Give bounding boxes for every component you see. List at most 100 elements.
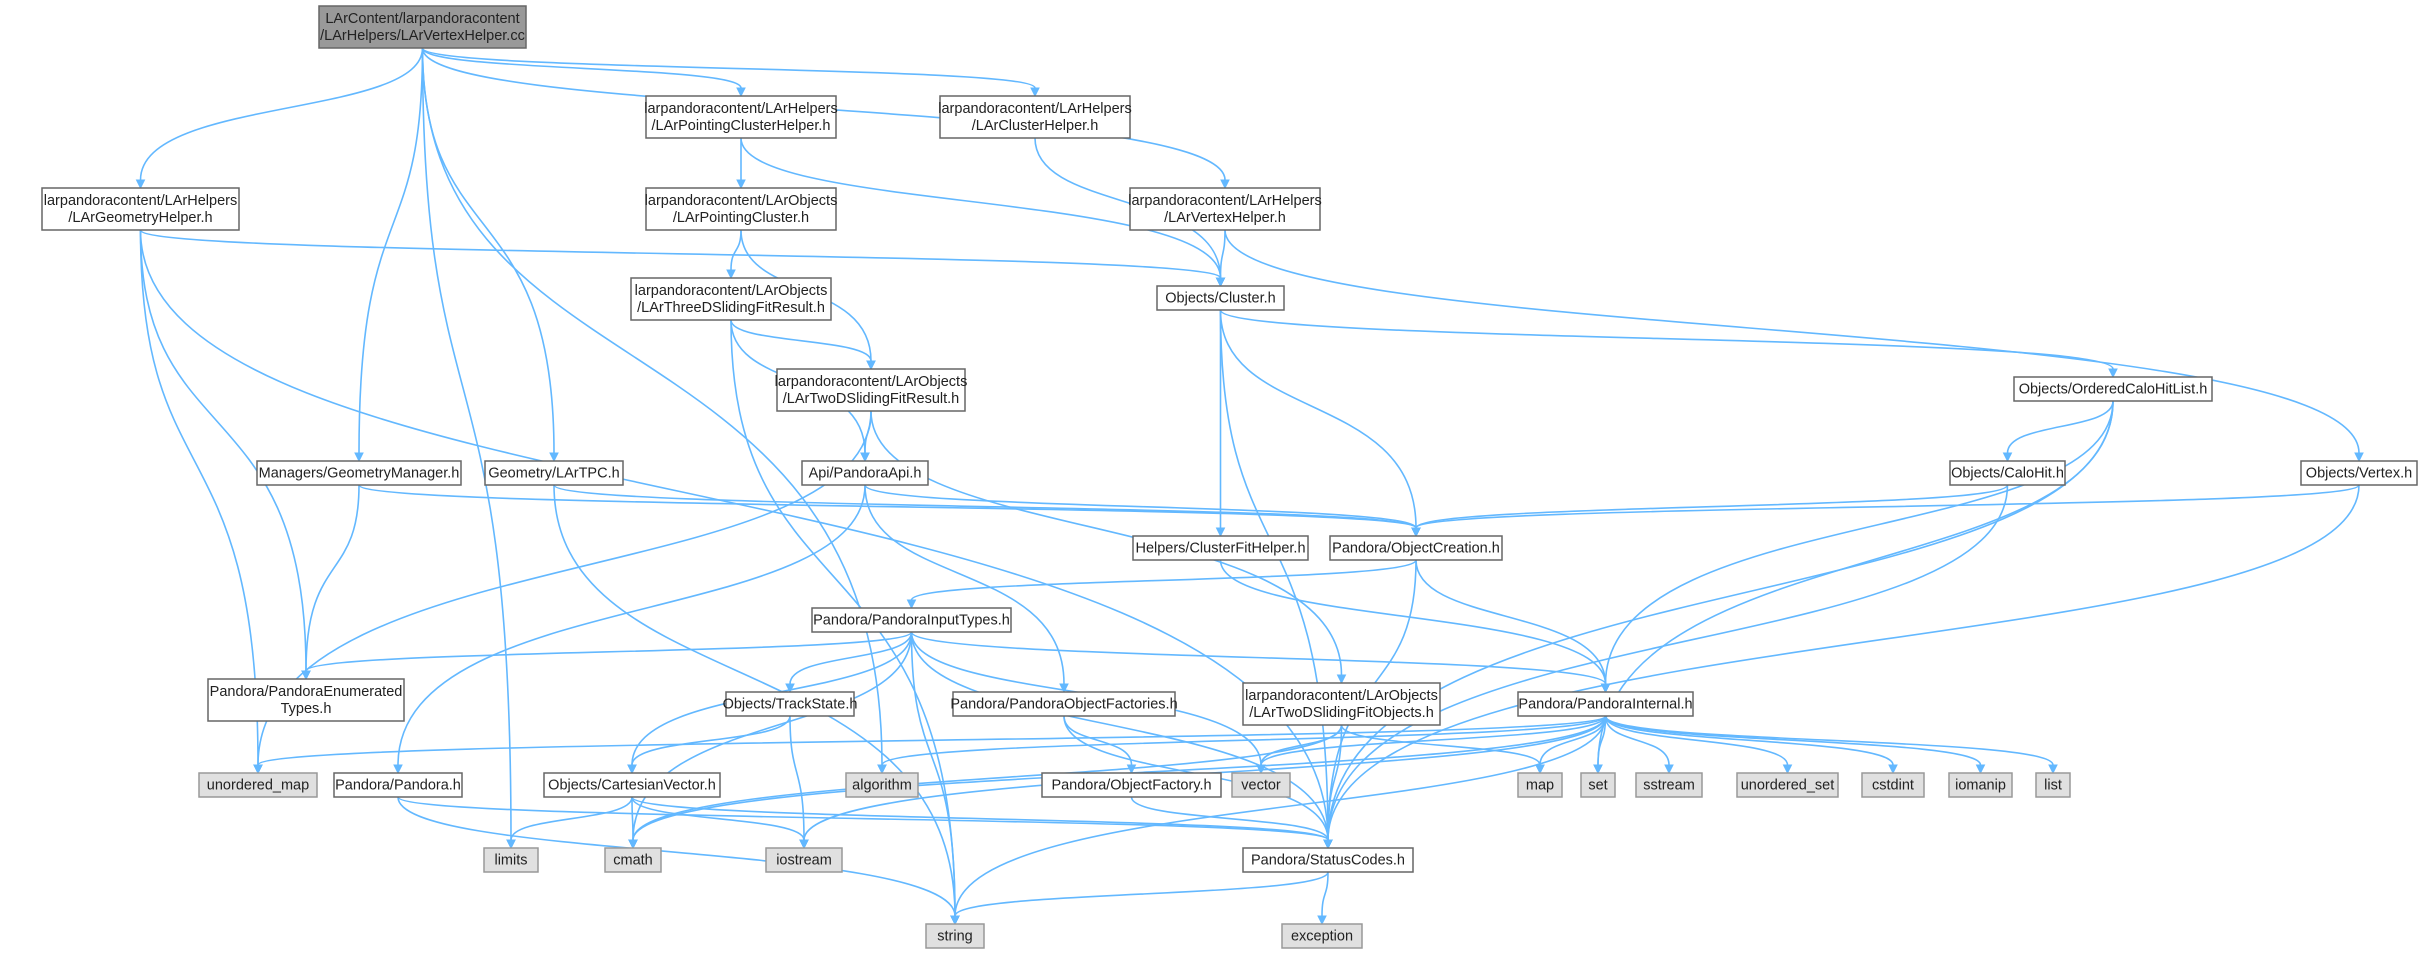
node-och[interactable]: Objects/OrderedCaloHitList.h bbox=[2013, 376, 2213, 402]
edge-l2o-vec bbox=[1260, 724, 1343, 766]
edge-pit-ts bbox=[789, 631, 913, 685]
node-box-lgh bbox=[41, 187, 240, 231]
arrowhead-pch-lpc bbox=[736, 179, 746, 190]
node-cv[interactable]: Objects/CartesianVector.h bbox=[543, 772, 721, 798]
node-label-cv-0: Objects/CartesianVector.h bbox=[548, 778, 716, 794]
node-box-tpc bbox=[484, 460, 624, 486]
edge-mgm-poc bbox=[358, 484, 1417, 529]
node-label-pch-1: /LArPointingClusterHelper.h bbox=[652, 118, 831, 134]
edge-clu-poc bbox=[1219, 309, 1417, 529]
node-label-l3d-0: larpandoracontent/LArObjects bbox=[635, 283, 828, 299]
edge-api-poc bbox=[864, 484, 1417, 529]
node-pit[interactable]: Pandora/PandoraInputTypes.h bbox=[811, 607, 1012, 633]
node-box-root bbox=[318, 5, 527, 49]
node-pin[interactable]: Pandora/PandoraInternal.h bbox=[1517, 691, 1694, 717]
arrowhead-clu-cfh bbox=[1215, 527, 1226, 538]
node-box-str bbox=[925, 923, 985, 949]
edge-psc-str bbox=[954, 871, 1329, 917]
node-lch[interactable]: larpandoracontent/LArHelpers/LArClusterH… bbox=[938, 95, 1132, 139]
node-cstd: cstdint bbox=[1861, 772, 1925, 798]
node-pan[interactable]: Pandora/Pandora.h bbox=[333, 772, 463, 798]
edge-pin-uset bbox=[1604, 715, 1789, 766]
node-label-lst-0: list bbox=[2044, 778, 2062, 794]
arrowhead-l2d-l2o bbox=[1336, 674, 1347, 685]
node-label-map-0: map bbox=[1526, 778, 1554, 794]
node-cfh[interactable]: Helpers/ClusterFitHelper.h bbox=[1132, 535, 1309, 561]
node-ts[interactable]: Objects/TrackState.h bbox=[723, 691, 858, 717]
node-box-pofa bbox=[1041, 772, 1222, 798]
node-label-vtx-0: Objects/Vertex.h bbox=[2306, 466, 2412, 482]
arrowhead-ts-cv bbox=[627, 764, 637, 775]
arrowhead-pit-pet bbox=[301, 670, 311, 681]
node-lst: list bbox=[2035, 772, 2071, 798]
node-l3d[interactable]: larpandoracontent/LArObjects/LArThreeDSl… bbox=[630, 277, 832, 321]
edge-clu-och bbox=[1219, 309, 2114, 370]
arrowhead-pin-lst bbox=[2048, 764, 2058, 775]
node-box-ch bbox=[1949, 460, 2066, 486]
edge-vtx-psc bbox=[1327, 484, 2360, 841]
arrowhead-api-pan bbox=[393, 764, 403, 775]
node-box-iom bbox=[1948, 772, 2013, 798]
node-root[interactable]: LArContent/larpandoracontent/LArHelpers/… bbox=[318, 5, 527, 49]
node-lgh[interactable]: larpandoracontent/LArHelpers/LArGeometry… bbox=[41, 187, 240, 231]
node-label-pofa-0: Pandora/ObjectFactory.h bbox=[1051, 778, 1211, 794]
edge-poc-pit bbox=[910, 559, 1417, 601]
edge-tpc-str bbox=[553, 484, 956, 917]
edge-root-lim bbox=[421, 47, 512, 841]
node-label-lim-0: limits bbox=[494, 853, 527, 869]
node-l2o[interactable]: larpandoracontent/LArObjects/LArTwoDSlid… bbox=[1242, 682, 1441, 726]
node-pch[interactable]: larpandoracontent/LArHelpers/LArPointing… bbox=[644, 95, 838, 139]
edge-ch-psc bbox=[1327, 484, 2009, 841]
arrowhead-pin-set bbox=[1593, 764, 1603, 775]
node-api[interactable]: Api/PandoraApi.h bbox=[801, 460, 929, 486]
arrowhead-pin-alg bbox=[877, 764, 887, 775]
edge-poc-pin bbox=[1415, 559, 1607, 685]
node-box-pch bbox=[645, 95, 837, 139]
node-tpc[interactable]: Geometry/LArTPC.h bbox=[484, 460, 624, 486]
edge-pin-lst bbox=[1604, 715, 2054, 766]
node-uset: unordered_set bbox=[1736, 772, 1839, 798]
edge-pan-psc bbox=[397, 796, 1329, 841]
node-pofa[interactable]: Pandora/ObjectFactory.h bbox=[1041, 772, 1222, 798]
edge-api-pan bbox=[397, 484, 866, 766]
node-psc[interactable]: Pandora/StatusCodes.h bbox=[1242, 847, 1414, 873]
node-label-iom-0: iomanip bbox=[1955, 778, 2006, 794]
node-lpc[interactable]: larpandoracontent/LArObjects/LArPointing… bbox=[645, 187, 838, 231]
node-box-set bbox=[1580, 772, 1616, 798]
edge-pin-alg bbox=[881, 715, 1607, 766]
edge-vtx-poc bbox=[1415, 484, 2360, 529]
node-lvh[interactable]: larpandoracontent/LArHelpers/LArVertexHe… bbox=[1128, 187, 1322, 231]
node-box-psc bbox=[1242, 847, 1414, 873]
edge-cv-psc bbox=[631, 796, 1329, 841]
node-box-alg bbox=[845, 772, 919, 798]
edge-pin-map bbox=[1539, 715, 1607, 766]
edge-lgh-psc bbox=[139, 229, 1329, 841]
edge-lvh-clu bbox=[1219, 229, 1226, 279]
node-box-pit bbox=[811, 607, 1012, 633]
node-box-cfh bbox=[1132, 535, 1309, 561]
edge-pit-pin bbox=[910, 631, 1607, 685]
node-l2d[interactable]: larpandoracontent/LArObjects/LArTwoDSlid… bbox=[775, 368, 968, 412]
node-poc[interactable]: Pandora/ObjectCreation.h bbox=[1329, 535, 1503, 561]
node-label-l3d-1: /LArThreeDSlidingFitResult.h bbox=[637, 300, 825, 316]
node-label-exc-0: exception bbox=[1291, 929, 1353, 945]
node-box-ts bbox=[725, 691, 855, 717]
node-clu[interactable]: Objects/Cluster.h bbox=[1156, 285, 1285, 311]
node-label-pet-1: Types.h bbox=[281, 701, 332, 717]
node-box-cm bbox=[604, 847, 662, 873]
node-pof[interactable]: Pandora/PandoraObjectFactories.h bbox=[950, 691, 1178, 717]
node-label-mgm-0: Managers/GeometryManager.h bbox=[259, 466, 460, 482]
arrowhead-pin-uset bbox=[1782, 764, 1793, 775]
arrowhead-cv-cm bbox=[628, 839, 638, 850]
edge-l3d-str bbox=[730, 319, 956, 917]
node-label-tpc-0: Geometry/LArTPC.h bbox=[488, 466, 619, 482]
node-str: string bbox=[925, 923, 985, 949]
node-label-l2d-1: /LArTwoDSlidingFitResult.h bbox=[783, 391, 960, 407]
edge-och-ch bbox=[2006, 400, 2114, 454]
node-vtx[interactable]: Objects/Vertex.h bbox=[2300, 460, 2418, 486]
node-mgm[interactable]: Managers/GeometryManager.h bbox=[256, 460, 462, 486]
node-sst: sstream bbox=[1635, 772, 1703, 798]
node-ch[interactable]: Objects/CaloHit.h bbox=[1949, 460, 2066, 486]
